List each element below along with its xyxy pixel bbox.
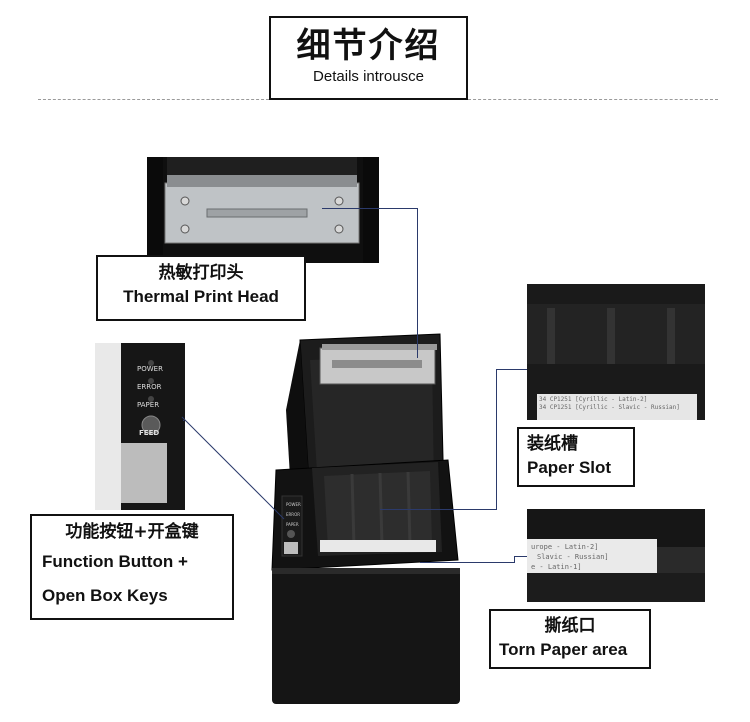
paper-slot-receipt-line-2: 34 CP1251 [Cyrillic - Slavic - Russian] <box>539 404 680 411</box>
function-button-label-en-1: Function Button + <box>42 552 188 571</box>
section-title-en: Details introusce <box>313 68 424 85</box>
thermal-head-photo <box>147 157 379 263</box>
thermal-head-label-en: Thermal Print Head <box>123 287 279 306</box>
control-panel-photo: POWER ERROR PAPER FEED <box>95 343 185 510</box>
section-title-box: 细节介绍 Details introusce <box>269 16 468 100</box>
function-button-label: 功能按钮+开盒键 Function Button + Open Box Keys <box>30 514 234 620</box>
paper-slot-leader-v <box>496 369 497 509</box>
paper-slot-label-en: Paper Slot <box>527 458 612 477</box>
paper-slot-leader-h2 <box>380 509 497 510</box>
paper-slot-label-cn: 装纸槽 <box>527 434 578 454</box>
svg-text:ERROR: ERROR <box>286 512 300 517</box>
torn-paper-photo: urope - Latin-2] Slavic - Russian] e - L… <box>527 509 705 602</box>
torn-paper-label-cn: 撕纸口 <box>544 616 596 636</box>
thermal-head-leader-v <box>417 208 418 358</box>
function-button-label-en-2: Open Box Keys <box>42 586 168 605</box>
thermal-head-label-cn: 热敏打印头 <box>158 263 244 283</box>
torn-paper-label: 撕纸口 Torn Paper area <box>489 609 651 669</box>
header-divider-left <box>38 99 269 100</box>
power-indicator-label: POWER <box>137 365 163 373</box>
torn-paper-receipt-line-2: Slavic - Russian] <box>537 553 609 561</box>
thermal-head-label: 热敏打印头 Thermal Print Head <box>96 255 306 321</box>
torn-paper-leader-h2 <box>420 562 515 563</box>
feed-button-label: FEED <box>139 429 160 437</box>
torn-paper-leader-h <box>514 556 527 557</box>
printer-illustration: POWER ERROR PAPER <box>271 333 460 704</box>
paper-slot-photo: 34 CP1251 [Cyrillic - Latin-2] 34 CP1251… <box>527 284 705 420</box>
torn-paper-receipt-line-1: urope - Latin-2] <box>531 543 599 551</box>
svg-text:PAPER: PAPER <box>286 522 299 527</box>
paper-indicator-label: PAPER <box>137 401 160 409</box>
torn-paper-receipt-line-3: e - Latin-1] <box>531 563 582 571</box>
control-panel-leader-line <box>181 416 285 520</box>
paper-slot-leader-h <box>496 369 527 370</box>
function-button-label-cn: 功能按钮+开盒键 <box>65 522 199 542</box>
paper-slot-receipt-line-1: 34 CP1251 [Cyrillic - Latin-2] <box>539 396 648 403</box>
torn-paper-leader-v <box>514 556 515 562</box>
paper-slot-label: 装纸槽 Paper Slot <box>517 427 635 487</box>
svg-text:POWER: POWER <box>286 502 301 507</box>
torn-paper-label-en: Torn Paper area <box>499 640 628 659</box>
thermal-head-leader-h <box>322 208 418 209</box>
control-panel-leader <box>183 420 184 421</box>
header-divider-right <box>468 99 718 100</box>
error-indicator-label: ERROR <box>137 383 162 391</box>
section-title-cn: 细节介绍 <box>296 26 441 66</box>
